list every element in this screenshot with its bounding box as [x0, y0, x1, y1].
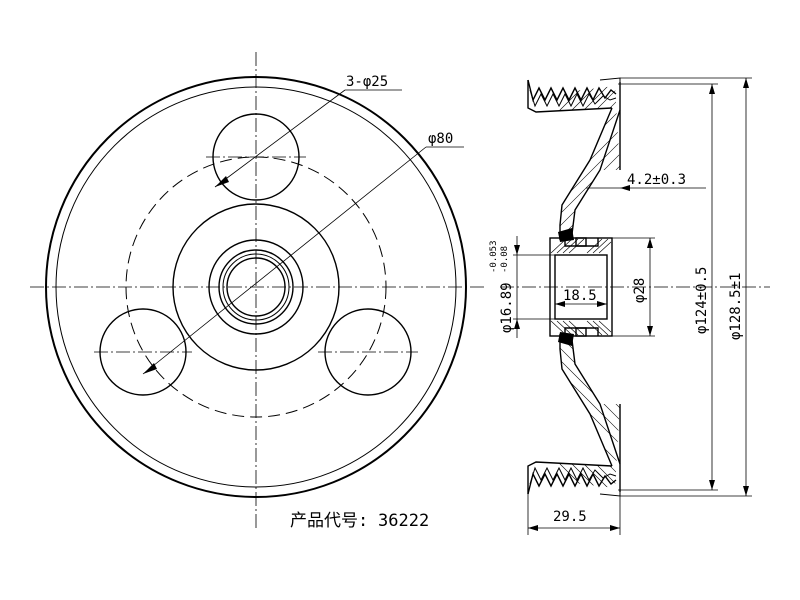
- dim-hub-od-arrow-bottom: [647, 326, 653, 336]
- dim-groove-text: φ124±0.5: [694, 267, 710, 334]
- dim-groove-arrow-bottom: [709, 480, 715, 490]
- hub-bore: [554, 254, 608, 320]
- dim-bore-text: φ16.89: [499, 282, 515, 333]
- dim-width-text: 29.5: [553, 509, 587, 525]
- hub-body: [549, 237, 613, 337]
- lower-web-inner: [571, 339, 621, 465]
- lower-groove-profile: [527, 471, 617, 495]
- dim-width-arrow-left: [528, 525, 538, 531]
- outer-rim-circle: [45, 76, 467, 498]
- lower-seal-wedge: [558, 332, 574, 346]
- hole-callout-leader-diag: [214, 89, 346, 188]
- dim-outer-text: φ128.5±1: [728, 273, 744, 340]
- dim-outer-arrow-bottom: [743, 486, 749, 496]
- dim-hub-length-arrow-right: [597, 301, 607, 307]
- hole-callout-arrow: [215, 176, 229, 187]
- upper-web-outer: [559, 107, 613, 240]
- dim-hub-od-text: φ28: [632, 278, 648, 303]
- hub-top-notch: [575, 237, 587, 247]
- dim-bore-tol-upper: -0.053: [489, 240, 499, 273]
- bore-mid-circle: [222, 253, 290, 321]
- bore-outer-circle: [218, 249, 294, 325]
- upper-groove-profile-inner: [529, 89, 617, 108]
- upper-rim-top: [599, 77, 621, 88]
- section-view: 4.2±0.3 φ28 18.5 φ16.89 -0.053 -0.08 φ12…: [489, 77, 770, 535]
- hub-outer-circle: [172, 203, 340, 371]
- lower-rim-flange: [527, 461, 613, 494]
- front-view: 3-φ25 φ80: [30, 52, 485, 528]
- dim-hub-length-text: 18.5: [563, 288, 597, 304]
- hole-callout-text: 3-φ25: [346, 74, 388, 90]
- dim-width-arrow-right: [610, 525, 620, 531]
- bolt-circle-arrow: [143, 363, 157, 374]
- dim-hub-offset-text: 4.2±0.3: [627, 172, 686, 188]
- dim-bore-tol-lower: -0.08: [500, 246, 510, 273]
- bolt-circle-text: φ80: [428, 131, 453, 147]
- dim-hub-od-arrow-top: [647, 238, 653, 248]
- upper-seal-wedge: [558, 228, 574, 242]
- upper-groove-profile: [527, 79, 617, 103]
- dim-groove-arrow-top: [709, 84, 715, 94]
- dim-bore-arrow-top: [514, 245, 520, 255]
- hub-flange-circle: [208, 239, 304, 335]
- bore-circle: [226, 257, 286, 317]
- lower-groove-profile-inner: [529, 466, 617, 485]
- upper-web-inner: [571, 109, 621, 235]
- upper-rim-flange: [527, 80, 613, 113]
- product-code-value: 36222: [378, 511, 429, 531]
- hub-top-hatch: [550, 238, 612, 254]
- dim-bore-arrow-bottom: [514, 319, 520, 329]
- hub-bottom-notch: [575, 327, 587, 337]
- lower-web-outer: [559, 334, 613, 467]
- lower-rim-bottom: [599, 486, 621, 497]
- rim-inner-circle: [55, 86, 457, 488]
- product-code-caption: 产品代号: 36222: [290, 511, 429, 531]
- product-code-label: 产品代号:: [290, 511, 368, 531]
- dim-outer-arrow-top: [743, 78, 749, 88]
- hub-bottom-hatch: [550, 320, 612, 336]
- bolt-circle-leader-diag: [142, 146, 427, 375]
- dim-hub-length-arrow-left: [555, 301, 565, 307]
- dim-hub-offset-arrow: [620, 185, 630, 191]
